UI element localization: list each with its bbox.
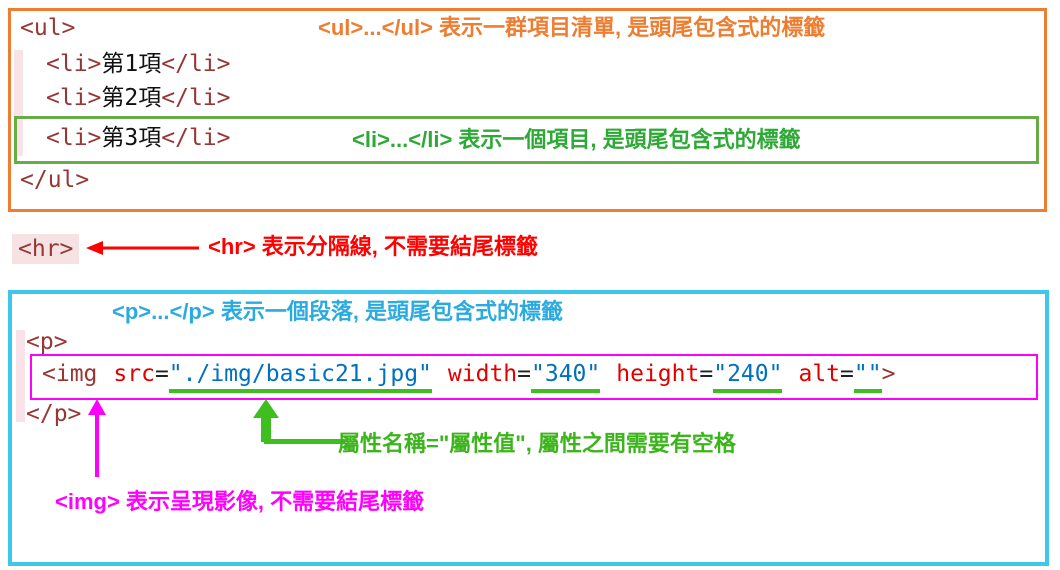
equals-sign: = — [517, 361, 532, 387]
left-arrow-icon — [86, 241, 199, 255]
up-arrow-icon — [88, 399, 106, 477]
code-p-close-tag: </p> — [26, 401, 82, 427]
attr-width-name: width — [447, 361, 518, 387]
li-open-tag: <li> — [46, 85, 102, 111]
code-li-line-1: <li>第1項</li> — [46, 50, 231, 78]
attr-height-value: "240" — [713, 361, 783, 393]
code-li-line-3: <li>第3項</li> — [46, 124, 231, 152]
p-annotation: <p>...</p> 表示一個段落, 是頭尾包含式的標籤 — [112, 299, 564, 324]
li-text: 第3項 — [101, 125, 162, 151]
code-hr-tag: <hr> — [12, 234, 80, 264]
ul-code-panel — [8, 8, 1047, 212]
up-elbow-arrow-icon — [253, 399, 344, 444]
li-close-tag: </li> — [161, 85, 231, 111]
equals-sign: = — [154, 361, 169, 387]
attr-alt-name: alt — [798, 361, 841, 387]
li-highlight-box — [14, 116, 1039, 164]
code-p-open-tag: <p> — [26, 329, 68, 355]
img-highlight-box — [30, 354, 1038, 400]
code-li-line-2: <li>第2項</li> — [46, 84, 231, 112]
attr-height-name: height — [616, 361, 700, 387]
li-text: 第2項 — [101, 85, 162, 111]
li-open-tag: <li> — [46, 125, 102, 151]
attr-src-value: "./img/basic21.jpg" — [168, 361, 432, 393]
img-close-bracket: > — [881, 361, 896, 387]
img-annotation: <img> 表示呈現影像, 不需要結尾標籤 — [55, 489, 425, 514]
li-text: 第1項 — [101, 51, 162, 77]
li-annotation: <li>...</li> 表示一個項目, 是頭尾包含式的標籤 — [352, 127, 801, 152]
attr-width-value: "340" — [531, 361, 601, 393]
equals-sign: = — [840, 361, 854, 387]
indent-highlight-strip — [16, 330, 25, 422]
indent-highlight-strip — [14, 50, 23, 156]
hr-annotation: <hr> 表示分隔線, 不需要結尾標籤 — [208, 234, 539, 259]
p-code-panel — [8, 290, 1049, 566]
code-ul-close-tag: </ul> — [20, 167, 90, 193]
equals-sign: = — [699, 361, 714, 387]
li-open-tag: <li> — [46, 51, 102, 77]
attr-alt-value: "" — [853, 361, 882, 393]
attr-src-name: src — [113, 361, 155, 387]
attribute-annotation: 屬性名稱="屬性值", 屬性之間需要有空格 — [338, 431, 736, 456]
img-open-tag: <img — [42, 361, 98, 387]
ul-annotation: <ul>...</ul> 表示一群項目清單, 是頭尾包含式的標籤 — [318, 15, 826, 40]
code-ul-open-tag: <ul> — [20, 15, 76, 41]
li-close-tag: </li> — [161, 51, 231, 77]
li-close-tag: </li> — [161, 125, 231, 151]
